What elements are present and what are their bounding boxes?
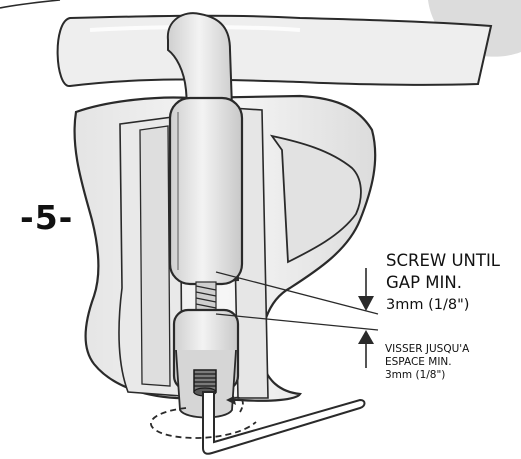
instruction-en-line-1: SCREW UNTIL bbox=[386, 251, 501, 270]
instruction-fr-line-2: ESPACE MIN. bbox=[385, 356, 452, 368]
leader-lines bbox=[215, 271, 379, 331]
step-number: -5- bbox=[20, 198, 74, 237]
handlebar bbox=[56, 14, 493, 87]
gap-arrows-icon bbox=[358, 268, 374, 368]
screw-thread bbox=[195, 281, 217, 313]
bracket-wing bbox=[269, 134, 362, 264]
instruction-en-line-3: 3mm (1/8") bbox=[386, 297, 470, 313]
upper-clamp bbox=[168, 96, 244, 286]
instruction-fr-line-1: VISSER JUSQU'A bbox=[385, 343, 470, 355]
top-edge-line bbox=[0, 0, 61, 9]
instruction-english: SCREW UNTIL GAP MIN. 3mm (1/8") bbox=[386, 250, 500, 316]
allen-key-icon bbox=[202, 391, 366, 455]
rotation-arrow-icon bbox=[150, 396, 257, 439]
instruction-fr-line-3: 3mm (1/8") bbox=[385, 369, 446, 381]
bracket-inner-slot bbox=[139, 125, 171, 387]
instruction-en-line-2: GAP MIN. bbox=[386, 273, 462, 292]
instruction-french: VISSER JUSQU'A ESPACE MIN. 3mm (1/8") bbox=[385, 343, 469, 382]
